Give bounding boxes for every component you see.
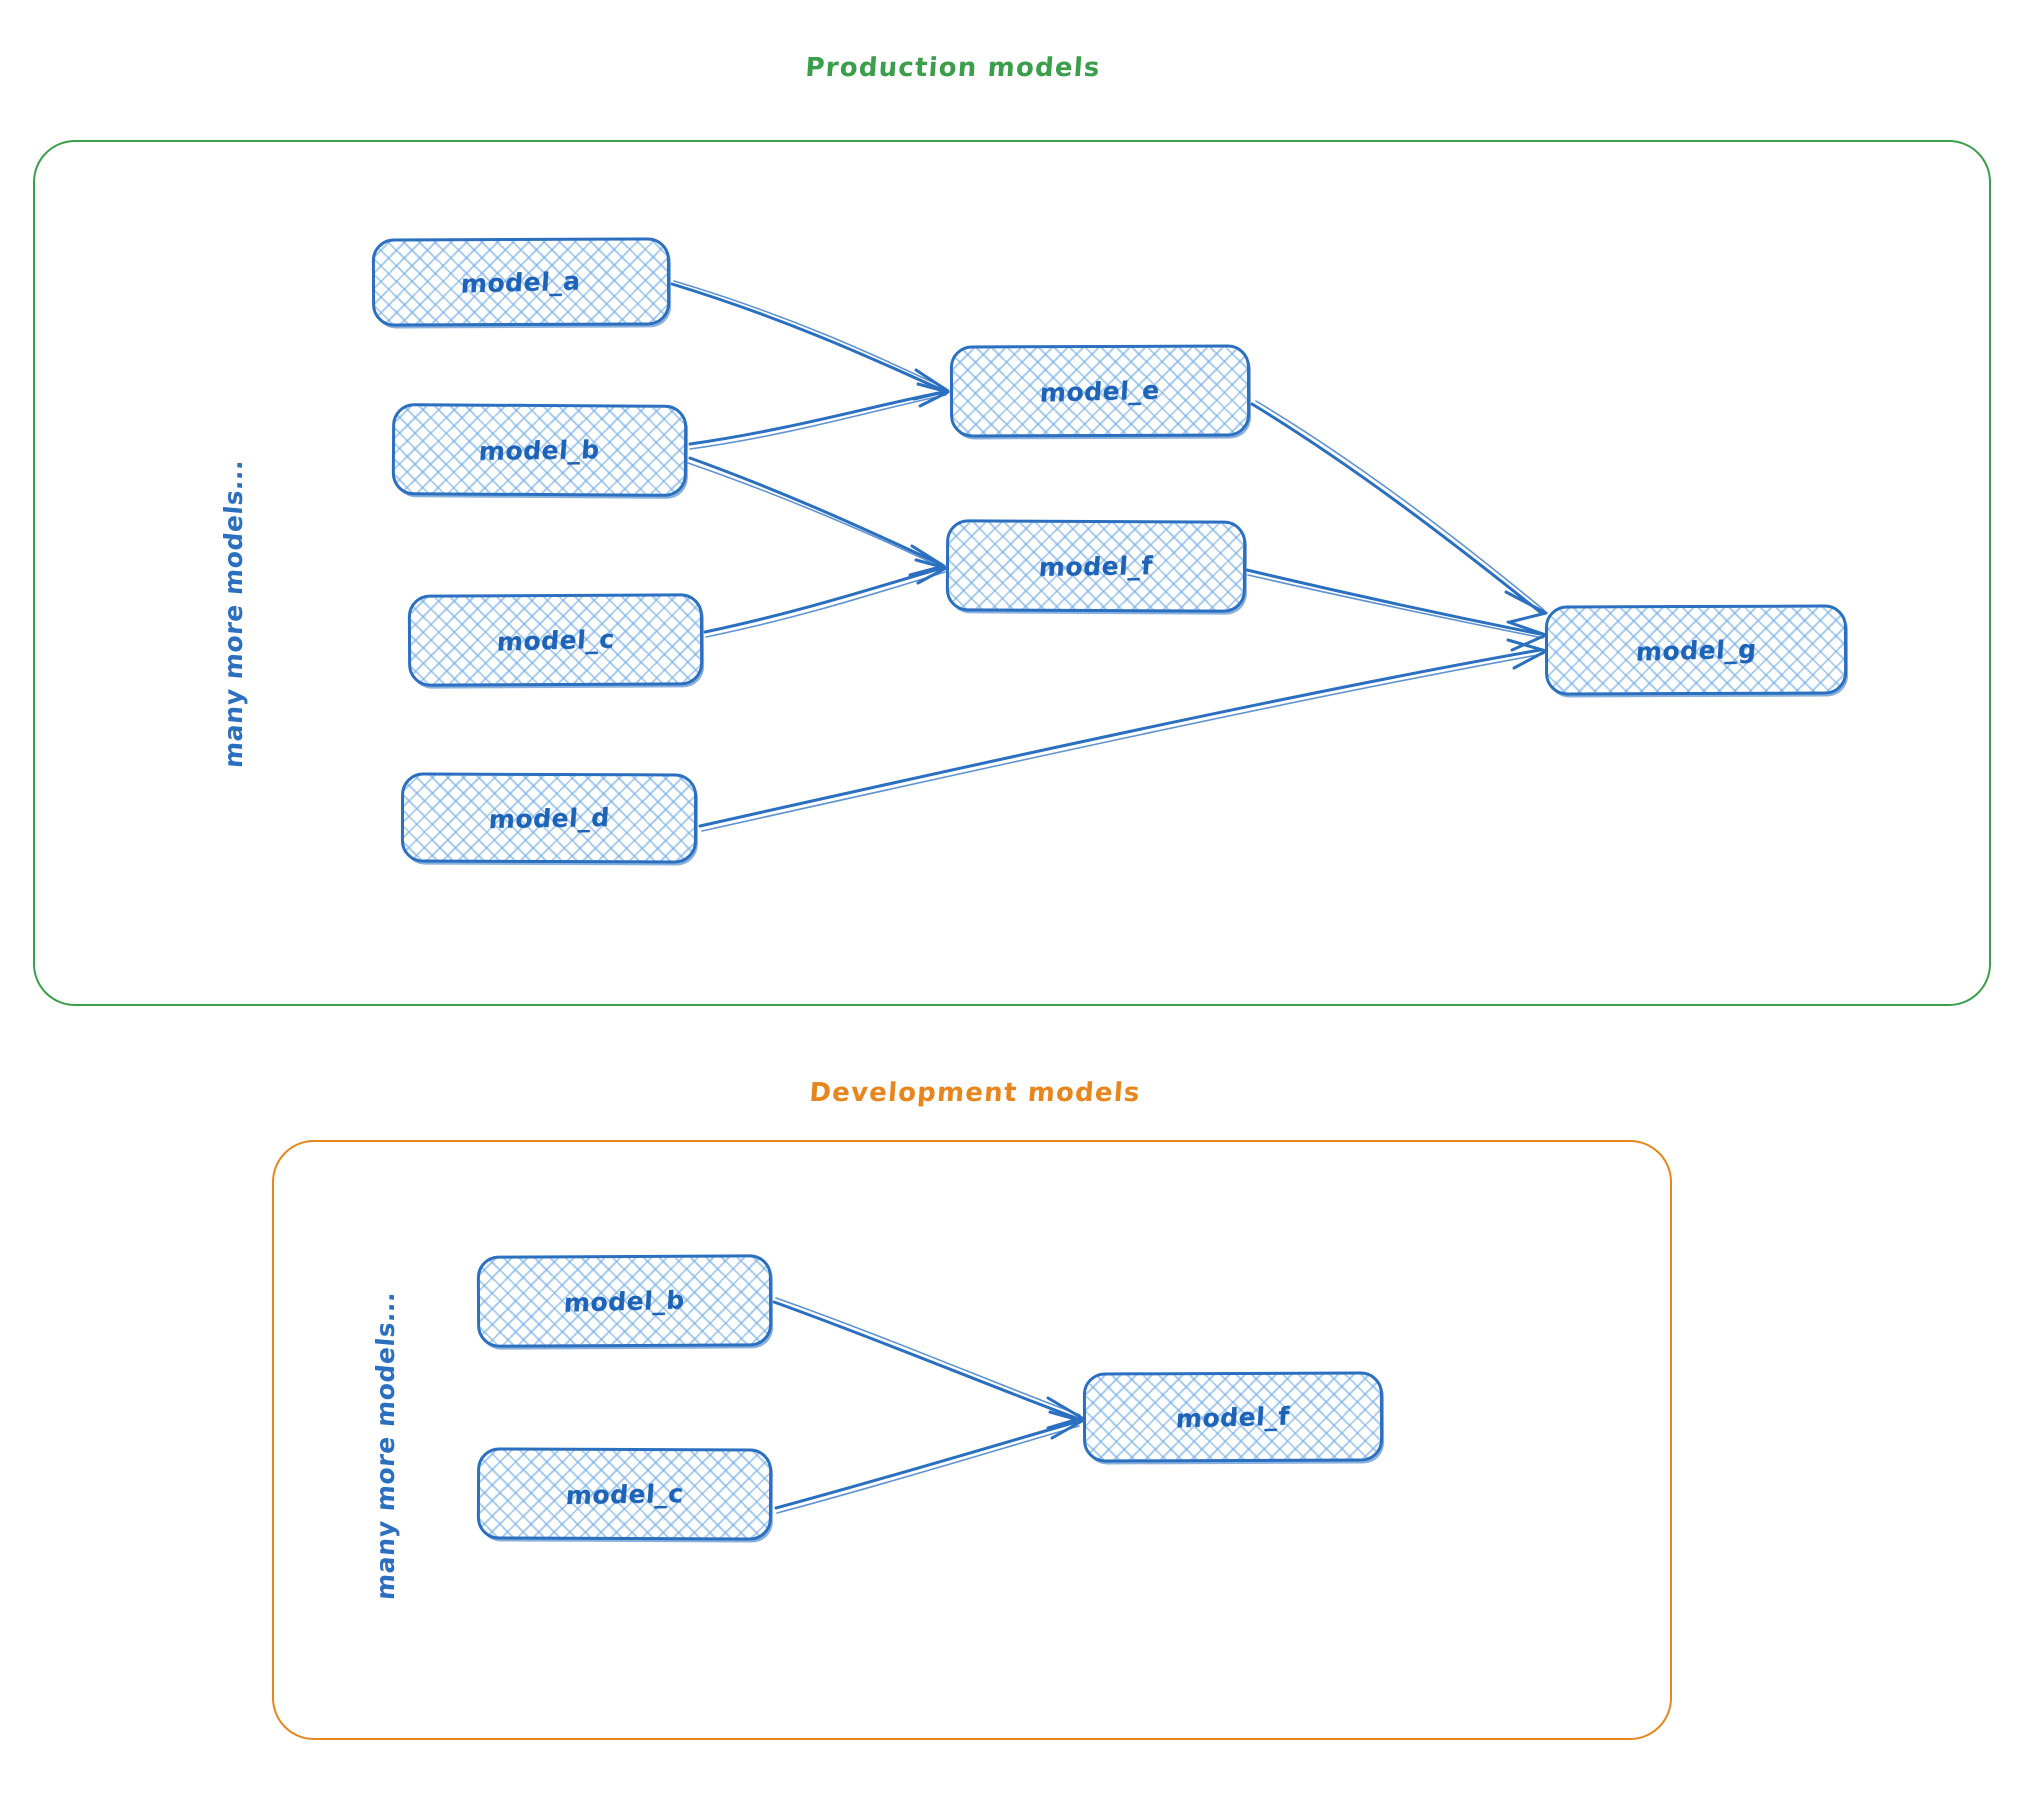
node-label: model_d bbox=[487, 802, 611, 834]
development-group-box bbox=[272, 1140, 1672, 1740]
node-label: model_c bbox=[495, 623, 616, 657]
node-dev-model-b[interactable]: model_b bbox=[476, 1254, 773, 1348]
node-dev-model-f[interactable]: model_f bbox=[1082, 1371, 1384, 1463]
node-label: model_f bbox=[1175, 1401, 1291, 1433]
development-group-title: Development models bbox=[808, 1078, 1142, 1108]
node-label: model_e bbox=[1039, 375, 1161, 407]
node-model-d[interactable]: model_d bbox=[400, 772, 698, 864]
node-label: model_a bbox=[460, 265, 582, 299]
development-side-label: many more models... bbox=[371, 1290, 400, 1601]
production-side-label: many more models... bbox=[219, 458, 248, 769]
node-label: model_g bbox=[1634, 634, 1758, 666]
node-model-g[interactable]: model_g bbox=[1544, 604, 1848, 696]
node-label: model_c bbox=[564, 1478, 685, 1510]
node-model-b[interactable]: model_b bbox=[391, 403, 688, 497]
node-label: model_b bbox=[563, 1284, 686, 1318]
production-group-title: Production models bbox=[804, 53, 1102, 83]
node-model-a[interactable]: model_a bbox=[371, 237, 671, 327]
node-label: model_b bbox=[478, 434, 601, 466]
node-model-c[interactable]: model_c bbox=[407, 593, 704, 687]
production-group-box bbox=[33, 140, 1991, 1006]
node-label: model_f bbox=[1038, 550, 1154, 582]
node-dev-model-c[interactable]: model_c bbox=[476, 1447, 773, 1541]
node-model-e[interactable]: model_e bbox=[949, 344, 1251, 438]
node-model-f[interactable]: model_f bbox=[945, 519, 1247, 613]
